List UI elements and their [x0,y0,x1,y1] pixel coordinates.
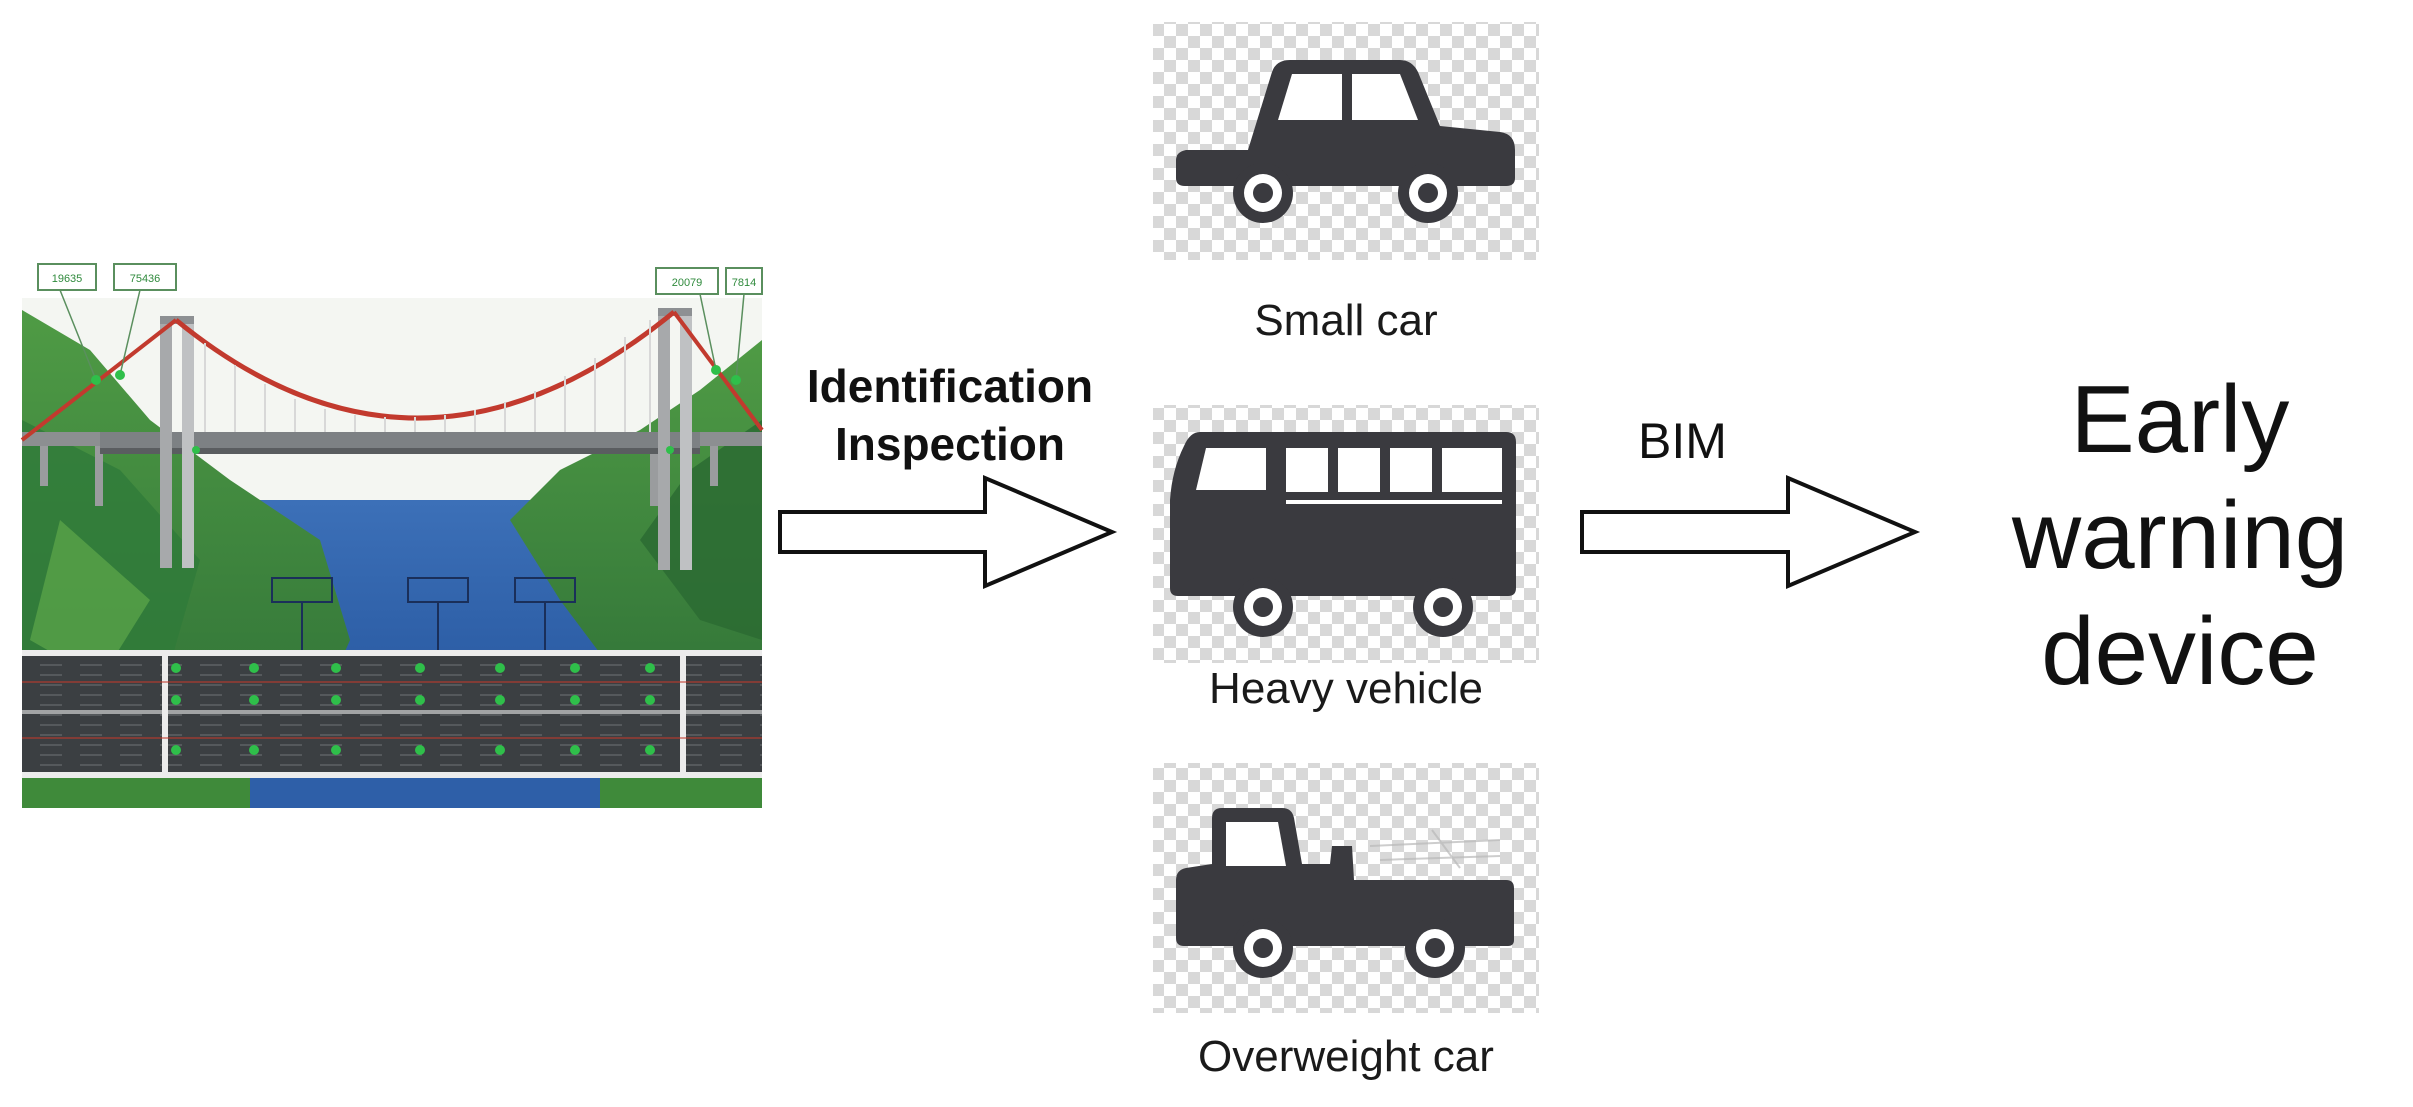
pickup-truck-icon [1176,808,1514,978]
step-line: Identification [806,360,1094,412]
vehicle-panel-heavy-vehicle [1153,405,1539,663]
deck-plan-view [22,650,762,778]
bus-icon [1170,432,1516,637]
outcome-line: Early [2070,366,2290,473]
main-cable [174,310,676,421]
outcome-line: warning [2011,482,2349,589]
vehicle-caption: Overweight car [1198,1032,1494,1081]
monitoring-boxes [271,577,576,650]
sensor-markers [91,365,741,454]
bridge-model-image: 19635 75436 20079 7814 [20,263,764,808]
sensor-tags: 19635 75436 20079 7814 [37,263,763,381]
svg-text:20079: 20079 [672,277,703,289]
svg-text:75436: 75436 [130,273,161,285]
step-identification-label: Identification Inspection [760,357,1140,473]
step-line: Inspection [834,418,1066,470]
bim-label: BIM [1638,413,1727,469]
sensor-tag: 19635 [37,263,97,381]
bridge-tower-left [160,316,194,568]
vehicle-caption: Heavy vehicle [1209,664,1483,713]
svg-text:7814: 7814 [732,277,756,289]
hanger-cables [204,320,651,432]
arrow-right-icon [778,474,1118,590]
sensor-tag: 7814 [725,267,763,381]
vehicle-panel-overweight-car [1153,763,1539,1013]
vehicle-caption: Small car [1254,296,1438,345]
svg-text:19635: 19635 [52,273,83,285]
arrow-right-icon [1580,474,1921,590]
vehicle-panel-small-car [1153,22,1539,260]
car-icon [1176,60,1515,223]
bridge-deck [100,432,700,448]
sensor-tag: 20079 [655,267,719,371]
sensor-tag: 75436 [113,263,177,376]
early-warning-device-label: Early warning device [1960,362,2400,710]
outcome-line: device [2041,598,2319,705]
